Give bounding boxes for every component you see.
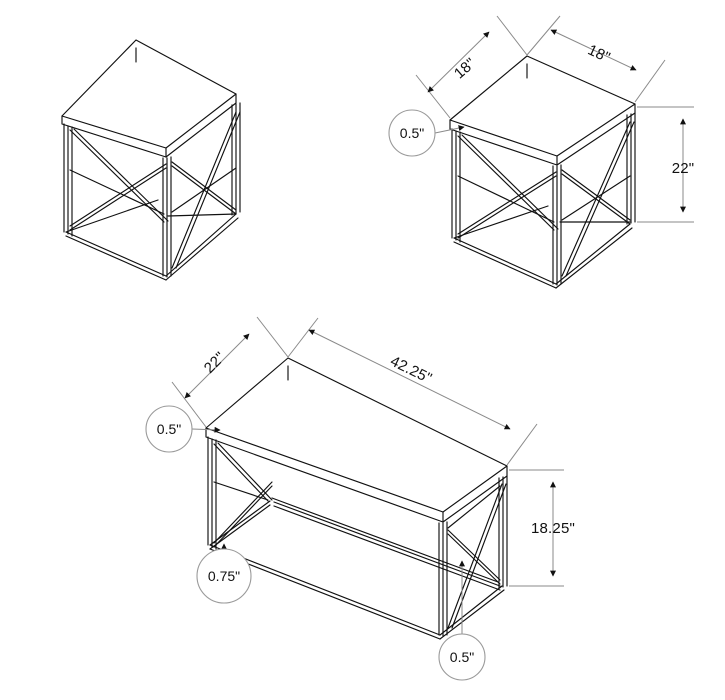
plain-brace-right-b2 [175,111,241,269]
end-table-top-edge-left [449,119,558,166]
end-table-apron-left [457,175,555,223]
coffee-brace-left-a2 [217,442,273,501]
ext-line-et-depth-b [496,15,528,56]
coffee-brace-right-b2 [451,483,507,629]
plain-stretcher-left-b [65,235,167,281]
end-table-stretcher-left-a [453,237,557,285]
coffee-apron-back [271,497,499,583]
ext-line-et-depth-a [415,74,451,119]
plain-table-top-edge-right [165,93,237,158]
balloon-et-top-thickness [388,109,436,157]
balloon-ct-front-tube [196,548,252,604]
end-table-brace-left-b1 [457,171,557,235]
balloon-label-coffee-table-front-tube: 0.75" [208,568,240,584]
plain-brace-left-b2 [69,167,167,231]
plain-stretcher-right-a [165,213,237,277]
end-table-dimension-annotations [388,15,694,223]
dim-line-et-width [550,29,637,71]
balloon-label-end-table-top-thickness: 0.5" [400,125,424,141]
balloon-ct-cross-tube [438,633,486,681]
dim-line-ct-depth [184,333,250,399]
plain-apron-right [171,167,237,213]
coffee-stretcher-end-left-b [209,504,271,550]
dim-line-ct-length [308,329,511,430]
plain-apron-left [69,169,165,215]
coffee-table-dimension-annotations [145,316,564,681]
ext-line-et-width-a [526,15,561,56]
balloon-ct-top-thickness [145,405,193,453]
plain-table-top-edge-left [61,115,167,158]
dim-label-coffee-table-height: 18.25" [531,520,575,537]
plain-stretcher-back-right [167,213,237,217]
end-table-stretcher-right-a [555,223,631,285]
coffee-stretcher-front-a [209,544,441,636]
plain-stretcher-back-left [65,199,159,233]
plain-brace-right-a1 [171,161,237,211]
ext-line-ct-depth-a [171,381,207,428]
leader-et-top-thickness [434,125,465,134]
coffee-apron-right [447,485,501,529]
coffee-brace-right-a1 [447,529,501,581]
coffee-brace-right-b1 [447,483,503,629]
coffee-brace-left-b2 [213,485,273,548]
plain-brace-left-a2 [73,128,169,222]
balloon-label-coffee-table-cross-tube: 0.5" [450,649,474,665]
ext-line-ct-length-a [287,317,319,358]
view-coffee-table-dimensioned [205,357,508,640]
coffee-stretcher-right-b [439,589,505,640]
coffee-brace-left-b1 [213,481,273,544]
ext-line-et-width-b [634,59,666,103]
end-table-brace-left-b2 [457,175,557,239]
coffee-stretcher-right-a [439,585,503,636]
plain-brace-left-b1 [69,163,167,227]
ext-line-ct-depth-b [256,316,289,358]
end-table-brace-right-b2 [565,121,635,277]
view-end-table-dimensioned [449,55,636,289]
coffee-table-top-edge-left [205,427,444,523]
end-table-brace-right-b1 [561,121,631,277]
end-table-brace-right-a1 [561,169,631,221]
plain-stretcher-left-a [65,231,167,277]
end-table-stretcher-right-b [555,227,633,289]
coffee-apron-left [213,481,269,501]
end-table-apron-right [561,175,631,221]
ext-line-ct-length-b [506,423,538,466]
dim-label-end-table-height: 22" [672,160,695,177]
end-table-stretcher-left-b [453,241,557,289]
end-table-brace-left-a2 [461,134,559,230]
balloon-label-coffee-table-top-thickness: 0.5" [157,421,181,437]
coffee-stretcher-end-left-a [209,500,271,546]
view-end-table-plain [61,39,241,281]
plain-stretcher-right-b [165,217,239,281]
coffee-brace-left-a1 [213,443,269,502]
dim-line-et-depth [427,31,490,93]
leader-ct-top-thickness [191,426,221,433]
